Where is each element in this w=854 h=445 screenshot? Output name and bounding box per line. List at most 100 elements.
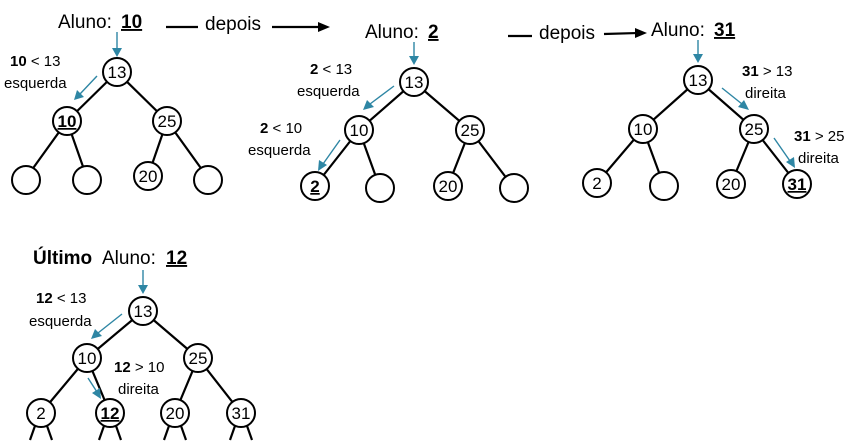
node-left-right: [95, 398, 125, 428]
node-left-left: [26, 398, 56, 428]
node-value-inserted: 12: [101, 404, 120, 423]
node-root: [102, 57, 132, 87]
depois-arrow-1: depois: [166, 14, 330, 35]
node-value: 25: [158, 112, 177, 131]
node-value: 20: [139, 167, 158, 186]
node-value: 13: [108, 63, 127, 82]
header-aluno-label: Aluno:: [58, 12, 112, 33]
node-value: 2: [592, 174, 601, 193]
pointer-arrowhead: [693, 54, 703, 63]
comparison-direction: direita: [798, 150, 840, 167]
node-right: [152, 106, 182, 136]
node-value-inserted: 10: [58, 112, 77, 131]
direction-arrowhead: [363, 100, 374, 110]
node-empty: [72, 165, 102, 195]
node-left-left: [582, 168, 612, 198]
direction-arrow: [79, 75, 98, 95]
header-inserted-value: 2: [428, 22, 439, 43]
node-empty: [11, 165, 41, 195]
comparison-text: 10 < 13: [10, 53, 60, 70]
tree-step-1: Aluno: 10 depois 13 10 25 20 10: [4, 12, 330, 195]
node-right: [739, 114, 769, 144]
direction-arrow: [721, 87, 743, 105]
comparison-text: 2 < 13: [310, 61, 352, 78]
node-value: 13: [405, 73, 424, 92]
arrow-head: [318, 22, 330, 32]
node-right-left: [133, 161, 163, 191]
direction-arrowhead: [786, 157, 795, 168]
node-value: 13: [134, 302, 153, 321]
direction-arrowhead: [91, 329, 102, 339]
node-left: [344, 115, 374, 145]
header-aluno-label: Aluno:: [102, 248, 156, 269]
direction-arrowhead: [92, 388, 101, 399]
header-aluno-label: Aluno:: [651, 20, 705, 41]
direction-arrowhead: [318, 160, 327, 171]
comparison-direction: esquerda: [248, 142, 311, 159]
depois-arrow-2: depois: [508, 23, 647, 44]
direction-arrowhead: [738, 100, 749, 110]
node-empty: [499, 173, 529, 203]
tree-step-3: Aluno: 31 13 10 25 2 20 31 31 > 13 direi…: [582, 20, 844, 201]
depois-label: depois: [205, 14, 261, 35]
node-root: [683, 65, 713, 95]
node-right-left: [160, 398, 190, 428]
direction-arrow: [322, 139, 341, 165]
node-value-inserted: 2: [310, 177, 319, 196]
node-right: [455, 115, 485, 145]
node-left: [52, 106, 82, 136]
node-value: 31: [232, 404, 251, 423]
node-right-left: [716, 169, 746, 199]
node-value: 25: [461, 121, 480, 140]
direction-arrowhead: [74, 90, 84, 100]
node-value: 20: [722, 175, 741, 194]
comparison-direction: direita: [118, 381, 160, 398]
depois-line-right: [603, 31, 639, 36]
comparison-text: 12 < 13: [36, 290, 86, 307]
node-value: 2: [36, 404, 45, 423]
node-left: [628, 114, 658, 144]
node-root: [128, 296, 158, 326]
direction-arrow: [369, 85, 395, 105]
node-left-left: [300, 171, 330, 201]
tree-step-4: Último Aluno: 12 13 10 25 2 12 20 31: [26, 247, 256, 441]
node-left: [72, 343, 102, 373]
direction-arrow: [87, 377, 98, 393]
pointer-arrowhead: [112, 48, 122, 57]
comparison-text: 31 > 13: [742, 63, 792, 80]
node-value: 10: [78, 349, 97, 368]
node-right: [183, 343, 213, 373]
header-inserted-value: 12: [166, 248, 187, 269]
header-aluno-label: Aluno:: [365, 22, 419, 43]
comparison-direction: esquerda: [297, 83, 360, 100]
node-root: [399, 67, 429, 97]
node-empty: [365, 173, 395, 203]
pointer-arrowhead: [409, 56, 419, 65]
direction-arrow: [97, 313, 123, 334]
node-right-right: [226, 398, 256, 428]
header-ultimo-label: Último: [33, 247, 92, 269]
arrow-head: [635, 28, 647, 38]
node-right-right: [782, 169, 812, 199]
comparison-direction: esquerda: [29, 313, 92, 330]
header-inserted-value: 31: [714, 20, 736, 41]
comparison-text: 12 > 10: [114, 359, 164, 376]
direction-arrow: [773, 137, 791, 162]
tree-step-2: Aluno: 2 depois 13 10 25 2 20 2 <: [248, 22, 647, 203]
node-value: 10: [634, 120, 653, 139]
node-value: 25: [189, 349, 208, 368]
node-empty: [649, 171, 679, 201]
node-value: 20: [439, 177, 458, 196]
comparison-text: 2 < 10: [260, 120, 302, 137]
pointer-arrowhead: [138, 285, 148, 294]
node-value-inserted: 31: [788, 175, 807, 194]
comparison-direction: esquerda: [4, 75, 67, 92]
depois-label: depois: [539, 23, 595, 44]
node-value: 20: [166, 404, 185, 423]
header-inserted-value: 10: [121, 12, 142, 33]
node-value: 13: [689, 71, 708, 90]
node-value: 25: [745, 120, 764, 139]
node-value: 10: [350, 121, 369, 140]
node-right-left: [433, 171, 463, 201]
